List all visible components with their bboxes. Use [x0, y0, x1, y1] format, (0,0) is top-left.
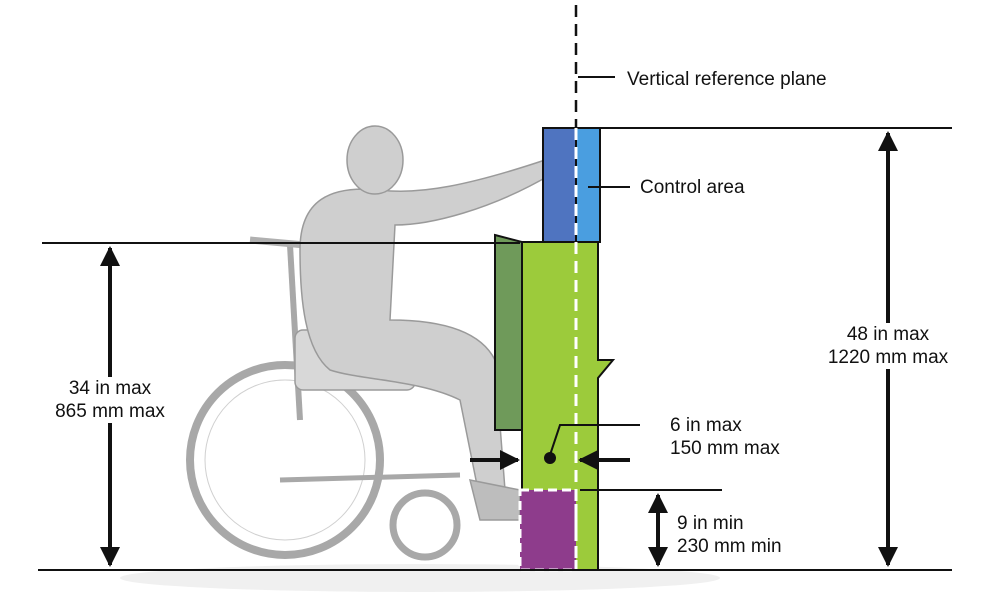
counter-height-in: 34 in max	[68, 378, 152, 399]
label-vertical-reference-plane: Vertical reference plane	[627, 69, 827, 90]
dimension-lines	[38, 76, 952, 571]
depth-mm: 150 mm max	[670, 438, 780, 459]
counter-side	[494, 233, 523, 431]
toe-in: 9 in min	[677, 513, 744, 534]
depth-pointer-dot	[544, 452, 556, 464]
counter-height-mm: 865 mm max	[55, 401, 165, 422]
floor-shadow	[120, 564, 720, 592]
label-depth: 6 in max 150 mm max	[670, 414, 780, 460]
control-area	[575, 127, 601, 243]
label-counter-height: 34 in max 865 mm max	[40, 377, 180, 423]
control-area-front	[542, 127, 577, 243]
wheelchair-user-figure	[186, 125, 551, 561]
toe-clearance-area	[520, 490, 576, 570]
label-reach-height: 48 in max 1220 mm max	[818, 323, 958, 369]
reach-height-mm: 1220 mm max	[827, 347, 949, 368]
label-control-area: Control area	[640, 177, 745, 198]
label-toe-clearance: 9 in min 230 mm min	[677, 512, 782, 558]
reach-height-in: 48 in max	[846, 324, 930, 345]
toe-mm: 230 mm min	[677, 536, 782, 557]
depth-in: 6 in max	[670, 415, 742, 436]
toe-clearance-outline	[518, 488, 578, 572]
